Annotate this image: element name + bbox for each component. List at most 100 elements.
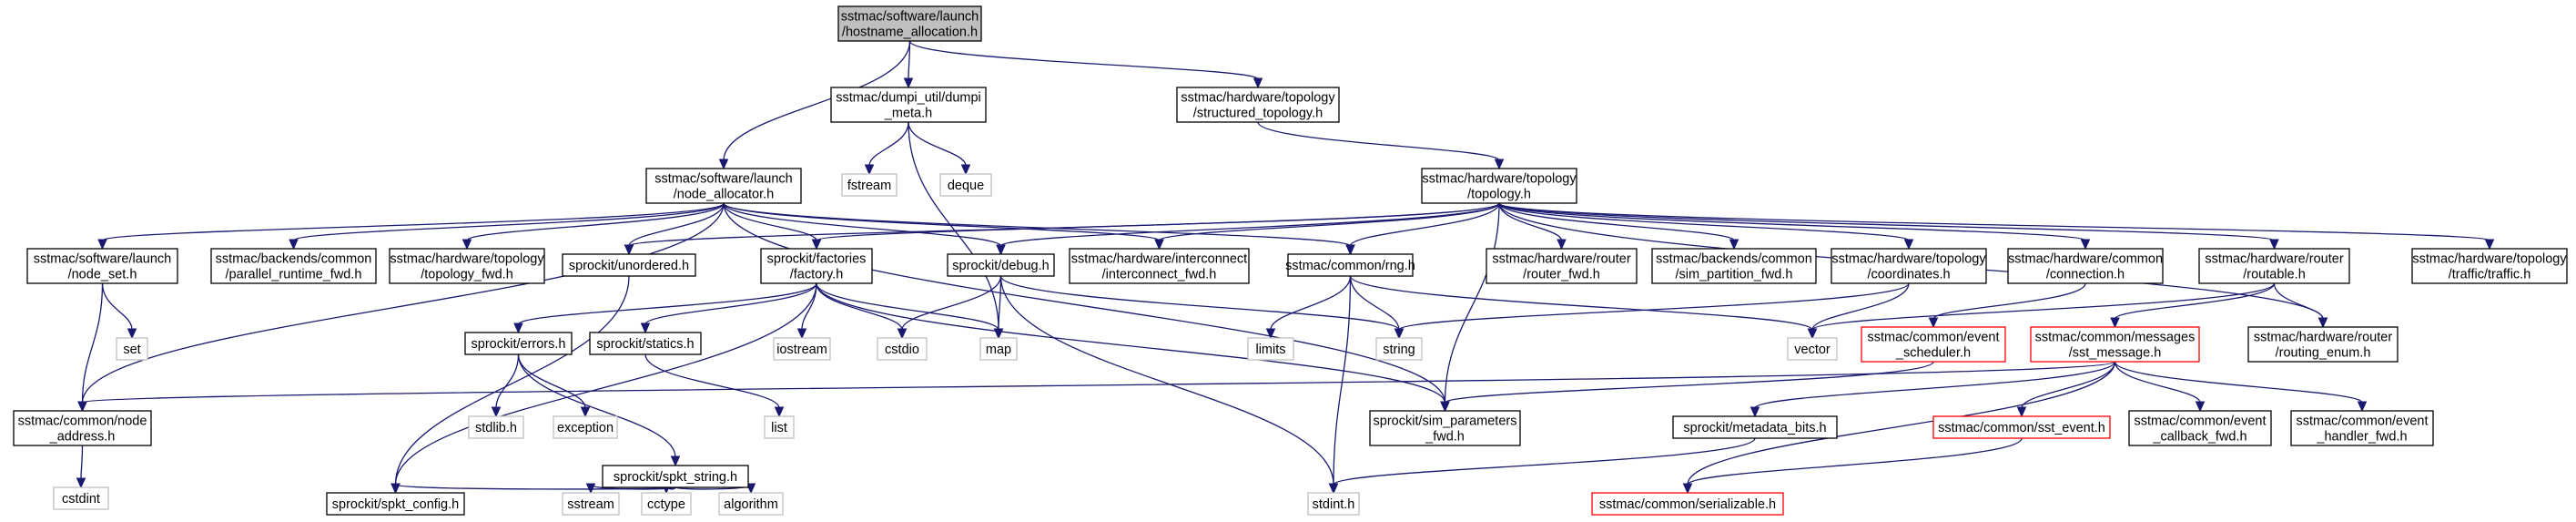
- edge-arrowhead: [1253, 77, 1263, 89]
- node-coordinates[interactable]: sstmac/hardware/topology/coordinates.h: [1831, 248, 1987, 284]
- edge-routable-to-sst-message: [2110, 282, 2276, 329]
- node-label: sstmac/backends/common: [216, 252, 372, 267]
- node-debug[interactable]: sprockit/debug.h: [947, 253, 1055, 277]
- node-event-scheduler[interactable]: sstmac/common/event_scheduler.h: [1861, 326, 2006, 363]
- node-box: [1787, 337, 1838, 361]
- node-label: _callback_fwd.h: [2152, 430, 2246, 445]
- edge-line: [517, 353, 586, 409]
- node-stdint[interactable]: stdint.h: [1307, 492, 1360, 516]
- node-label: sprockit/metadata_bits.h: [1683, 421, 1826, 435]
- node-connection[interactable]: sstmac/hardware/common/connection.h: [2007, 248, 2164, 284]
- node-label: cstdio: [885, 343, 919, 357]
- node-algorithm[interactable]: algorithm: [718, 492, 784, 516]
- node-sst-message[interactable]: sstmac/common/messages/sst_message.h: [2030, 326, 2200, 363]
- node-label: sstmac/hardware/topology: [390, 252, 544, 267]
- node-cctype[interactable]: cctype: [641, 492, 692, 516]
- node-node-set[interactable]: sstmac/software/launch/node_set.h: [26, 248, 178, 284]
- node-label: sstmac/hardware/router: [1492, 252, 1630, 267]
- node-label: /factory.h: [790, 268, 844, 282]
- node-interconnect-fwd[interactable]: sstmac/hardware/interconnect/interconnec…: [1069, 248, 1250, 284]
- edge-line: [101, 282, 133, 331]
- node-box: [979, 337, 1018, 361]
- node-box: [939, 173, 992, 197]
- edge-sst-message-to-event-handler-fwd: [2114, 361, 2368, 413]
- node-box: [562, 492, 620, 516]
- node-fstream[interactable]: fstream: [841, 173, 898, 197]
- node-router-fwd[interactable]: sstmac/hardware/router/router_fwd.h: [1486, 248, 1638, 284]
- edge-line: [999, 202, 1500, 247]
- node-routable[interactable]: sstmac/hardware/router/routable.h: [2198, 248, 2350, 284]
- node-label: list: [771, 421, 787, 435]
- node-statics[interactable]: sprockit/statics.h: [589, 332, 702, 355]
- node-vector[interactable]: vector: [1787, 337, 1838, 361]
- node-spkt-config[interactable]: sprockit/spkt_config.h: [326, 492, 465, 516]
- node-errors[interactable]: sprockit/errors.h: [464, 332, 573, 355]
- node-topology-fwd[interactable]: sstmac/hardware/topology/topology_fwd.h: [389, 248, 545, 284]
- node-deque[interactable]: deque: [939, 173, 992, 197]
- edge-arrowhead: [670, 455, 681, 467]
- node-limits[interactable]: limits: [1247, 337, 1294, 361]
- node-rng[interactable]: sstmac/common/rng.h: [1285, 253, 1415, 277]
- node-box: [589, 332, 702, 355]
- edge-routable-to-vector: [1807, 282, 2276, 340]
- node-parallel-runtime-fwd[interactable]: sstmac/backends/common/parallel_runtime_…: [210, 248, 377, 284]
- node-topology[interactable]: sstmac/hardware/topology/topology.h: [1421, 168, 1577, 204]
- edge-topology-to-rng: [1345, 202, 1500, 256]
- node-list[interactable]: list: [764, 415, 795, 439]
- node-sim-partition-fwd[interactable]: sstmac/backends/common/sim_partition_fwd…: [1651, 248, 1817, 284]
- node-box: [602, 465, 749, 488]
- node-unordered[interactable]: sprockit/unordered.h: [562, 253, 696, 277]
- edge-arrowhead: [1345, 244, 1355, 256]
- node-sst-event[interactable]: sstmac/common/sst_event.h: [1932, 415, 2111, 439]
- node-label: sstmac/common/serializable.h: [1599, 497, 1776, 512]
- node-label: vector: [1794, 343, 1831, 357]
- edge-topology-to-routable: [1498, 202, 2279, 251]
- node-factory[interactable]: sprockit/factories/factory.h: [760, 248, 873, 284]
- edge-line: [644, 353, 780, 409]
- node-box: [464, 332, 573, 355]
- node-label: exception: [557, 421, 614, 435]
- edge-line: [292, 202, 725, 241]
- node-label: /sim_partition_fwd.h: [1676, 268, 1793, 282]
- node-iostream[interactable]: iostream: [773, 337, 831, 361]
- node-box: [26, 248, 178, 284]
- node-stdlib[interactable]: stdlib.h: [468, 415, 524, 439]
- edge-line: [1158, 202, 1500, 241]
- node-label: sprockit/statics.h: [596, 337, 694, 352]
- node-label: set: [123, 343, 140, 357]
- edge-arrowhead: [796, 328, 807, 340]
- edge-node-allocator-to-node-address: [77, 202, 725, 413]
- node-sim-parameters-fwd[interactable]: sprockit/sim_parameters_fwd.h: [1369, 410, 1521, 446]
- node-set[interactable]: set: [116, 337, 148, 361]
- node-dumpi-meta[interactable]: sstmac/dumpi_util/dumpi_meta.h: [830, 87, 987, 123]
- node-sstream[interactable]: sstream: [562, 492, 620, 516]
- node-spkt-string[interactable]: sprockit/spkt_string.h: [602, 465, 749, 488]
- node-label: sstmac/common/event: [2296, 415, 2428, 429]
- node-routing-enum[interactable]: sstmac/hardware/router/routing_enum.h: [2247, 326, 2399, 363]
- edge-errors-to-exception: [517, 353, 591, 418]
- node-exception[interactable]: exception: [553, 415, 618, 439]
- node-box: [1591, 492, 1784, 516]
- node-cstdio[interactable]: cstdio: [877, 337, 928, 361]
- node-traffic[interactable]: sstmac/hardware/topology/traffic/traffic…: [2411, 248, 2568, 284]
- node-map[interactable]: map: [979, 337, 1018, 361]
- edge-line: [517, 353, 676, 458]
- node-node-address[interactable]: sstmac/common/node_address.h: [13, 410, 152, 446]
- node-structured-topology[interactable]: sstmac/hardware/topology/structured_topo…: [1176, 87, 1340, 123]
- node-hostname-allocation[interactable]: sstmac/software/launch/hostname_allocati…: [837, 5, 982, 42]
- node-event-callback-fwd[interactable]: sstmac/common/event_callback_fwd.h: [2128, 410, 2272, 446]
- node-node-allocator[interactable]: sstmac/software/launch/node_allocator.h: [645, 168, 802, 204]
- edge-topology-to-factory: [811, 202, 1500, 251]
- node-cstdint[interactable]: cstdint: [53, 486, 109, 510]
- node-label: stdint.h: [1313, 497, 1355, 512]
- edge-line: [1498, 202, 2276, 241]
- node-metadata-bits[interactable]: sprockit/metadata_bits.h: [1672, 415, 1838, 439]
- edge-arrowhead: [745, 483, 756, 495]
- node-event-handler-fwd[interactable]: sstmac/common/event_handler_fwd.h: [2290, 410, 2434, 446]
- node-box: [326, 492, 465, 516]
- node-label: sstmac/backends/common: [1656, 252, 1812, 267]
- edge-line: [394, 282, 817, 486]
- node-serializable[interactable]: sstmac/common/serializable.h: [1591, 492, 1784, 516]
- node-string[interactable]: string: [1375, 337, 1423, 361]
